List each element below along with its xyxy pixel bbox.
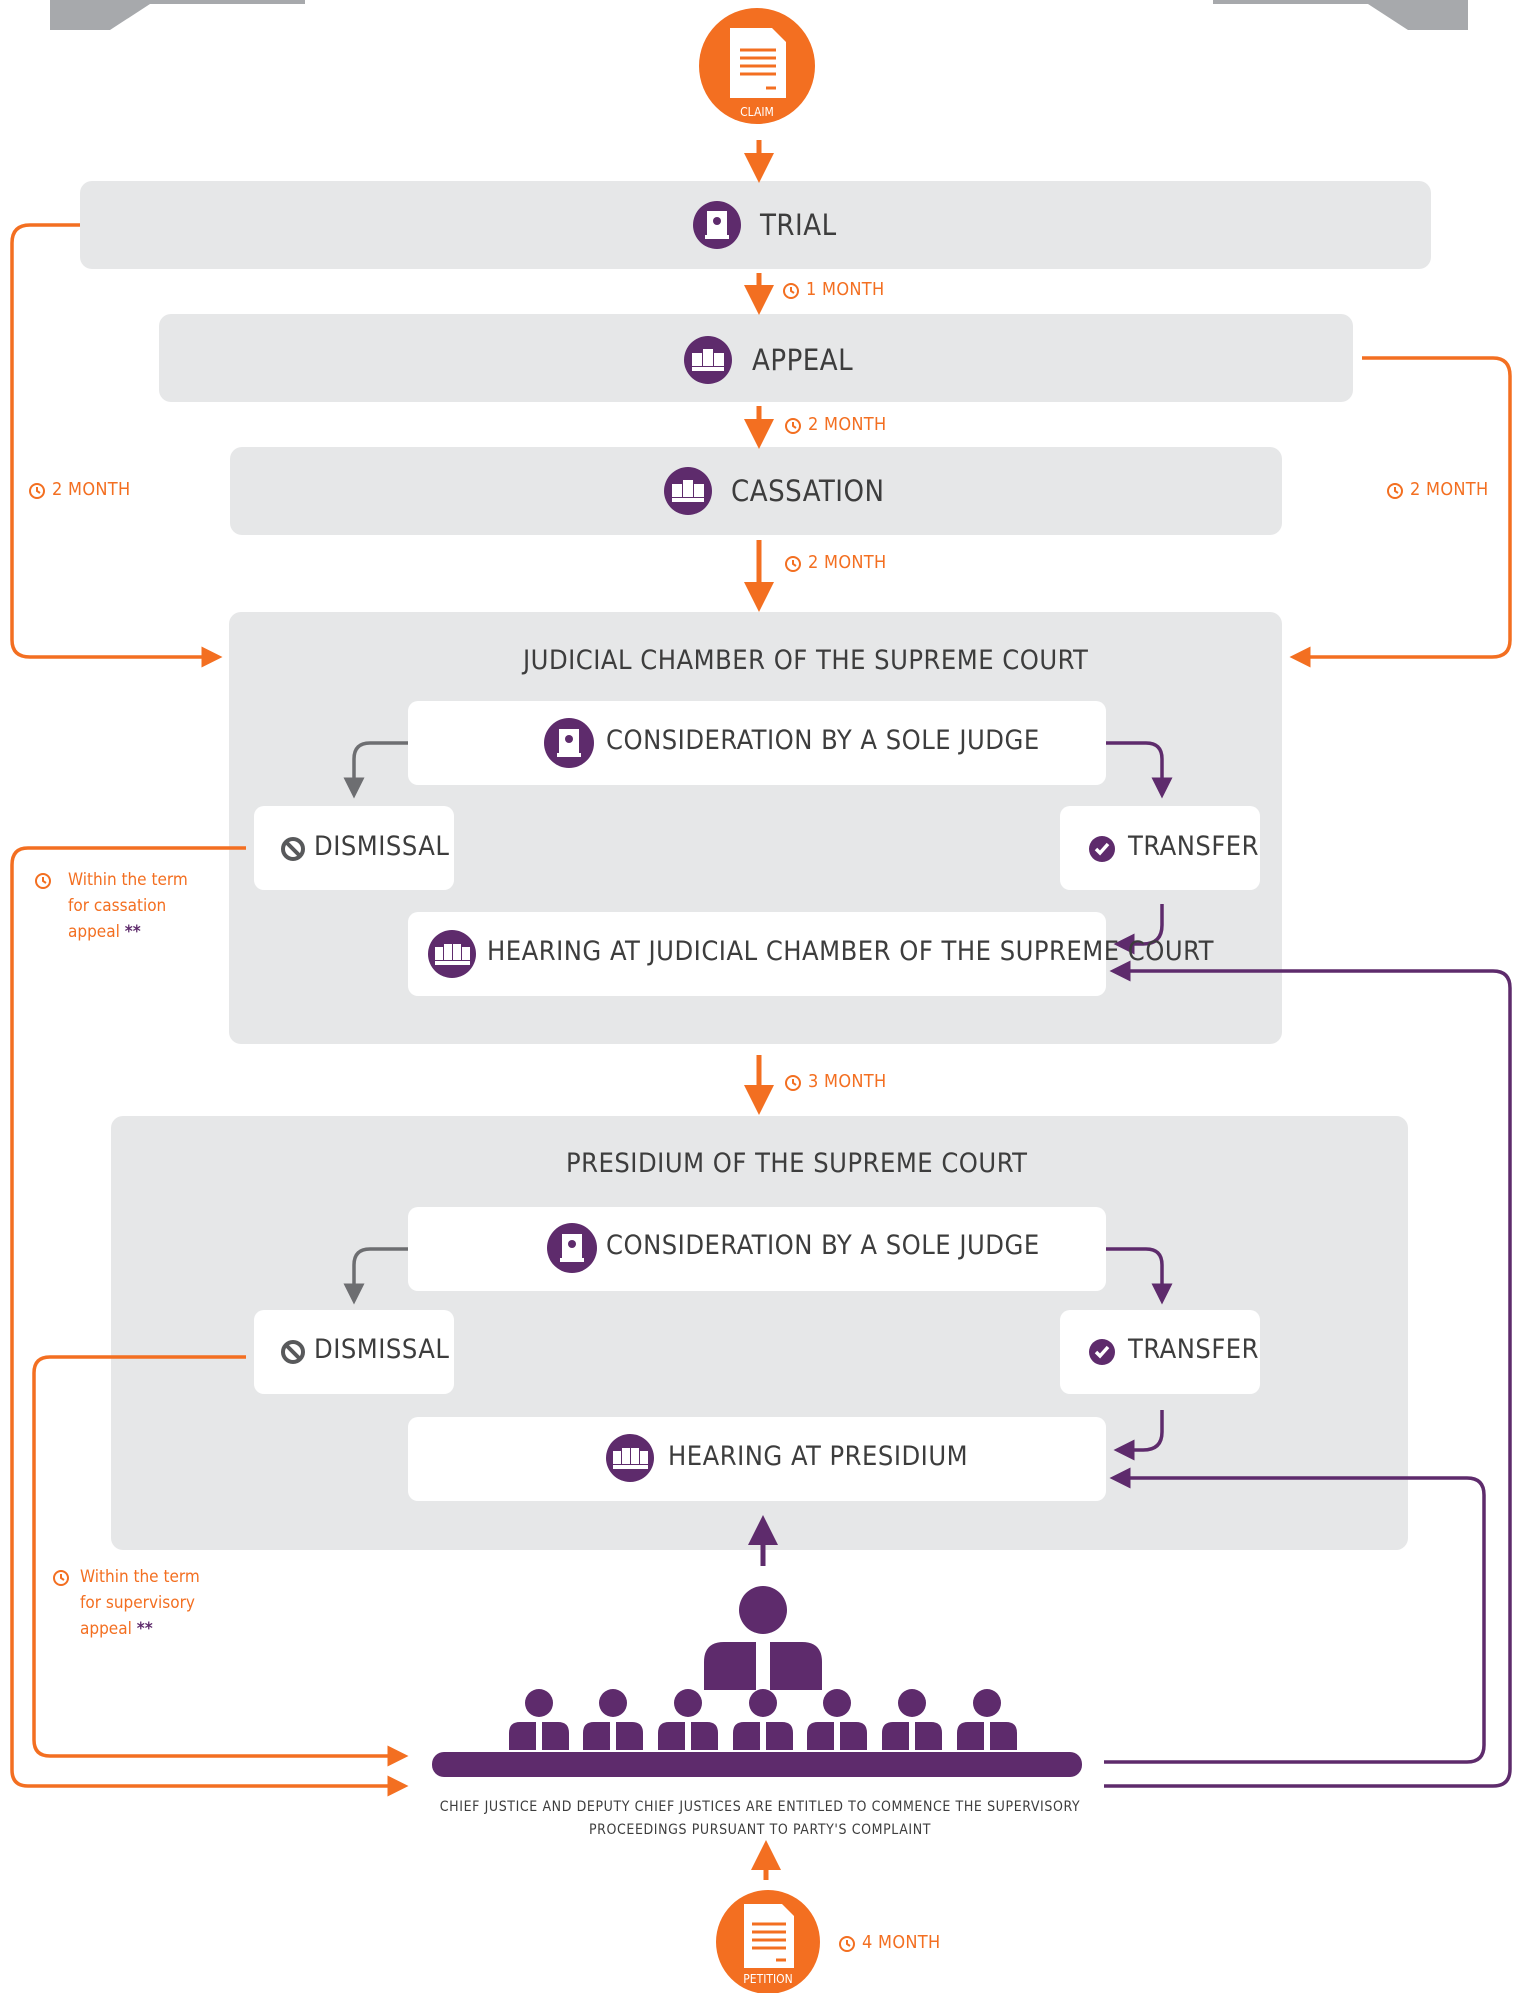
presidium-hearing-card [408,1417,1106,1501]
cassation-term-note: Within the term for cassation appeal ** [68,870,188,942]
clock-icon [53,1570,69,1586]
petition-label: PETITION [743,1972,793,1986]
term-chamber-to-presidium: 3 MONTH [808,1071,887,1092]
clock-icon [785,418,801,434]
chamber-hearing-label: HEARING AT JUDICIAL CHAMBER OF THE SUPRE… [487,936,1214,967]
clock-icon [783,283,799,299]
claim-label: CLAIM [740,105,774,119]
chamber-transfer-label: TRANSFER [1128,831,1260,862]
appeal-label: APPEAL [752,343,854,377]
chamber-consideration-card [408,701,1106,785]
panel-of-judges-icon [664,467,712,515]
supervisory-caption: CHIEF JUSTICE AND DEPUTY CHIEF JUSTICES … [439,1799,1081,1838]
trial-label: TRIAL [760,208,837,242]
presidium-title: PRESIDIUM OF THE SUPREME COURT [566,1148,1028,1179]
presidium-dismissal-card [254,1310,454,1394]
document-icon [699,8,815,124]
chamber-dismissal-card [254,806,454,890]
judge-icon [544,718,594,768]
panel-of-judges-icon [428,930,476,978]
cassation-stage [230,447,1282,535]
dismiss-icon [281,1340,305,1364]
clock-icon [785,556,801,572]
appeal-stage [159,314,1353,402]
term-right-bypass: 2 MONTH [1410,479,1489,500]
term-trial-to-appeal: 1 MONTH [806,279,885,300]
panel-of-judges-icon [684,336,732,384]
top-left-corner-shape [50,0,305,30]
panel-of-judges-icon [606,1434,654,1482]
presidium-dismissal-label: DISMISSAL [314,1334,450,1365]
chamber-hearing-card [408,912,1106,996]
term-petition: 4 MONTH [862,1932,941,1953]
trial-stage [80,181,1431,269]
presidium-consideration-label: CONSIDERATION BY A SOLE JUDGE [606,1230,1040,1261]
check-icon [1089,1339,1115,1365]
judge-icon [547,1223,597,1273]
clock-icon [1387,483,1403,499]
chamber-dismissal-label: DISMISSAL [314,831,450,862]
clock-icon [785,1075,801,1091]
chamber-title: JUDICIAL CHAMBER OF THE SUPREME COURT [523,645,1089,676]
term-appeal-to-cassation: 2 MONTH [808,414,887,435]
chamber-consideration-label: CONSIDERATION BY A SOLE JUDGE [606,725,1040,756]
justices-group-icon [432,1586,1082,1777]
clock-icon [35,873,51,889]
document-icon [716,1890,820,1993]
presidium-consideration-card [408,1207,1106,1291]
cassation-label: CASSATION [731,474,885,508]
top-right-corner-shape [1213,0,1468,30]
clock-icon [839,1936,855,1952]
supervisory-term-note: Within the term for supervisory appeal *… [80,1567,200,1639]
dismiss-icon [281,837,305,861]
presidium-transfer-label: TRANSFER [1128,1334,1260,1365]
clock-icon [29,483,45,499]
check-icon [1089,836,1115,862]
term-cassation-to-chamber: 2 MONTH [808,552,887,573]
term-left-bypass: 2 MONTH [52,479,131,500]
presidium-hearing-label: HEARING AT PRESIDIUM [668,1441,969,1472]
judge-icon [693,201,741,249]
